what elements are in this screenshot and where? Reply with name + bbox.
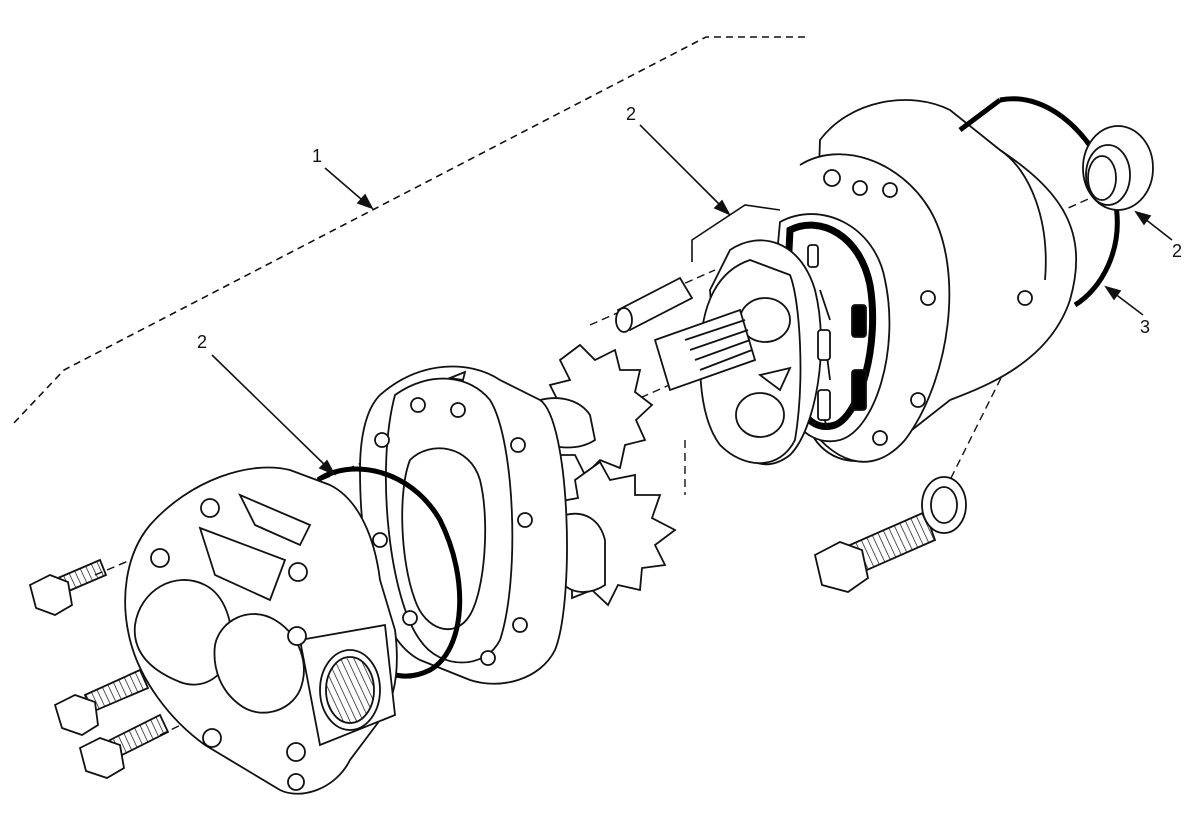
dowel-pin: [615, 276, 694, 333]
callout-2-shaft-seal: 2: [1172, 241, 1182, 261]
front-cover: [124, 466, 398, 795]
idler-gear: [546, 460, 677, 607]
callout-1-kit: 1: [312, 146, 322, 166]
cap-screw-lower-left: [78, 713, 170, 779]
oring-left: [316, 466, 463, 679]
lock-washer-right: [921, 476, 967, 534]
drive-gear-shaft: [539, 308, 757, 477]
cap-screw-middle-left: [53, 668, 150, 736]
callout-2-wear-plate: 2: [626, 104, 636, 124]
callout-labels: 1 2 2 2 3: [197, 104, 1182, 352]
leader-lines: [211, 124, 1173, 476]
gear-housing-plate: [359, 365, 568, 685]
callout-2-oring-left: 2: [197, 332, 207, 352]
shaft-seal: [1082, 125, 1154, 211]
cap-screw-upper-left: [28, 558, 108, 616]
callout-3-oring-right: 3: [1140, 317, 1150, 337]
plate-bracket: [691, 204, 781, 262]
cap-screw-right: [813, 510, 937, 593]
kit-dashed-bracket: [11, 36, 805, 426]
